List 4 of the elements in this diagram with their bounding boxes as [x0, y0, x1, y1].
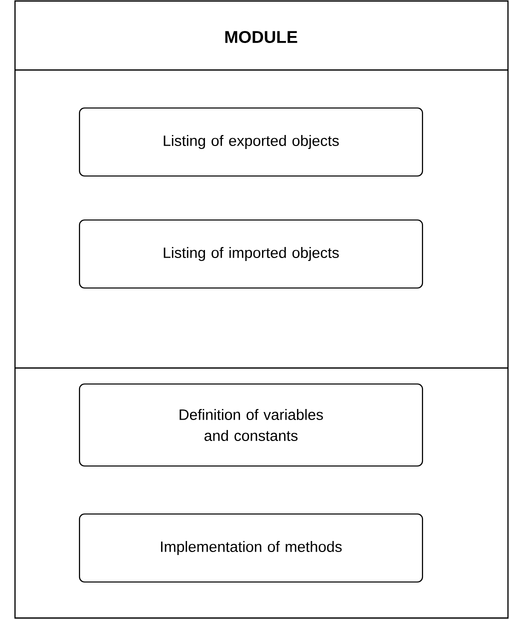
process-box: Listing of exported objects	[78, 107, 424, 177]
process-box: Implementation of methods	[78, 513, 424, 583]
process-box: Listing of imported objects	[78, 219, 424, 289]
process-box: Definition of variables and constants	[78, 383, 424, 467]
